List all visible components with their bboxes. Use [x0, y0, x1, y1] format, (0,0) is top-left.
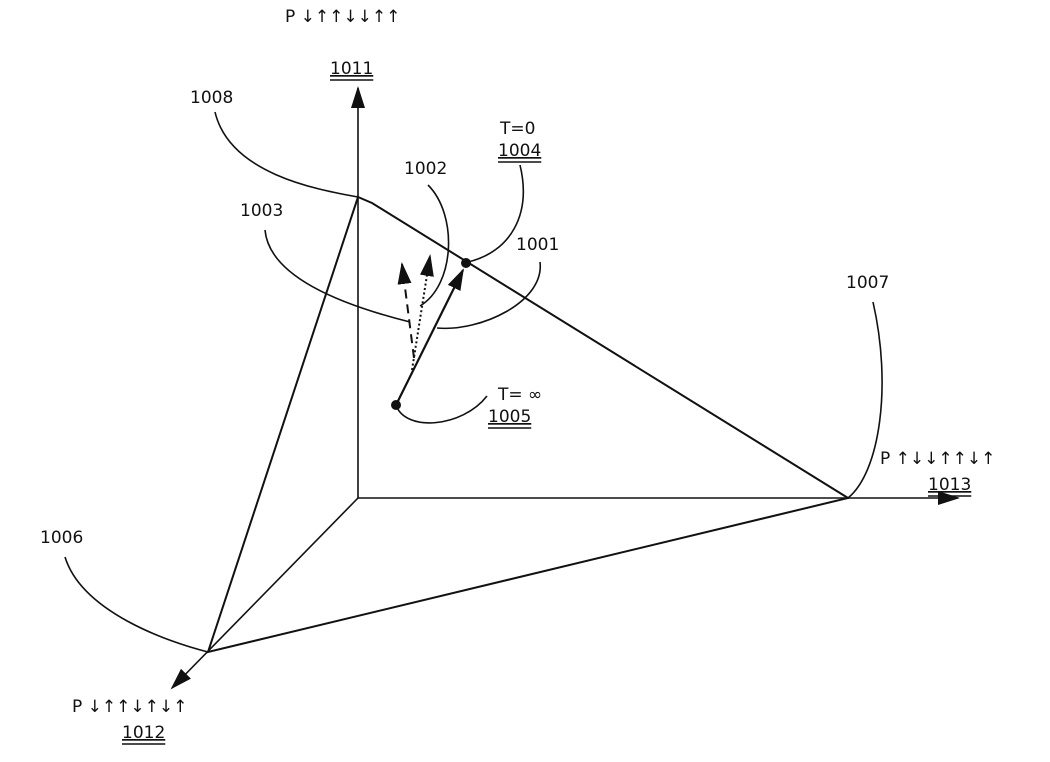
- point-tinf: [391, 400, 401, 410]
- start-label: T=0: [499, 119, 535, 139]
- ref-1002: 1002: [404, 159, 447, 179]
- trajectory-dashed: [402, 264, 414, 358]
- axis-down-left: [172, 498, 358, 688]
- axis-bottom-left-ref: 1012: [122, 723, 165, 743]
- leader-1004: [468, 165, 523, 262]
- axis-top-label: P ↓↑↑↓↓↑↑: [285, 7, 400, 27]
- ref-1001: 1001: [516, 235, 559, 255]
- leader-1008: [215, 112, 358, 197]
- start-ref: 1004: [498, 141, 541, 161]
- axis-right-label: P ↑↓↓↑↑↓↑: [880, 449, 995, 469]
- ref-1003: 1003: [240, 201, 283, 221]
- point-t0: [461, 258, 471, 268]
- ref-1008: 1008: [190, 88, 233, 108]
- leader-1006: [65, 557, 208, 652]
- axis-bottom-left-label: P ↓↑↑↓↑↓↑: [72, 697, 187, 717]
- leader-1003: [265, 230, 410, 322]
- end-ref: 1005: [488, 407, 531, 427]
- leader-1001: [437, 262, 540, 328]
- ref-1006: 1006: [40, 528, 83, 548]
- axis-top-ref: 1011: [330, 59, 373, 79]
- leader-1007: [848, 302, 882, 498]
- axis-right-ref: 1013: [928, 475, 971, 495]
- ref-1007: 1007: [846, 273, 889, 293]
- leader-1002: [420, 185, 449, 306]
- leader-1005: [396, 396, 487, 423]
- end-label: T= ∞: [497, 385, 542, 405]
